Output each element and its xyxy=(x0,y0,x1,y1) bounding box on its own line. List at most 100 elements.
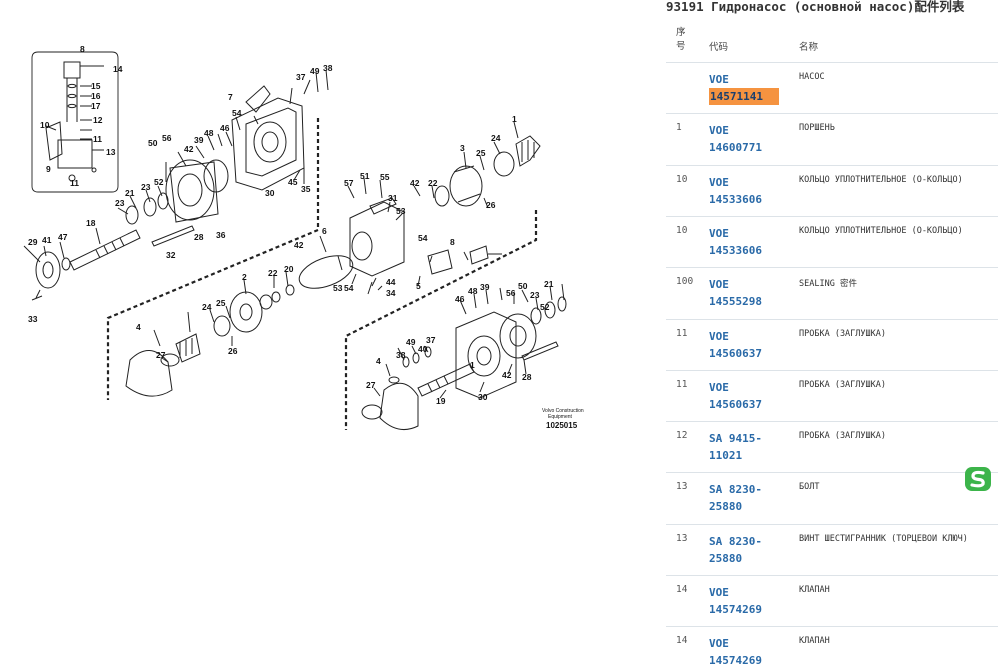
label-25: 25 xyxy=(476,148,486,158)
part-name: КЛАПАН xyxy=(799,585,830,595)
label-22: 22 xyxy=(428,178,438,188)
column-header-name: 名称 xyxy=(799,42,819,53)
part-code-number: 14533606 xyxy=(709,191,779,208)
part-name: КЛАПАН xyxy=(799,636,830,647)
label-53: 53 xyxy=(396,206,406,216)
part-name: ВИНТ ШЕСТИГРАННИК (ТОРЦЕВОЙ КЛЮЧ) xyxy=(799,533,968,544)
label-38b: 38 xyxy=(396,350,406,360)
part-code-number: 14574269 xyxy=(709,601,779,618)
part-code-number: 14571141 xyxy=(709,88,779,105)
part-code-number-text: 14560637 xyxy=(709,397,762,411)
label-7: 7 xyxy=(228,92,233,102)
label-18: 18 xyxy=(86,218,96,228)
label-23: 23 xyxy=(141,182,151,192)
label-34: 34 xyxy=(386,288,396,298)
part-code-prefix: SA 9415- xyxy=(709,432,762,446)
part-code-prefix: VOE xyxy=(709,278,729,292)
label-8: 8 xyxy=(80,44,85,54)
label-49: 49 xyxy=(310,66,320,76)
row-number: 100 xyxy=(676,276,694,288)
part-code-number: 14555298 xyxy=(709,293,779,310)
table-row[interactable]: 14 VOE 14574269 КЛАПАН xyxy=(666,575,998,627)
part-code-number-text: 14533606 xyxy=(709,192,762,206)
label-33: 33 xyxy=(28,314,38,324)
label-37b: 37 xyxy=(426,335,436,345)
label-26b: 26 xyxy=(228,346,238,356)
label-19: 19 xyxy=(436,396,446,406)
part-code-link[interactable]: SA 8230-25880 xyxy=(709,533,779,567)
part-code-number: 14600771 xyxy=(709,139,779,156)
label-49b: 49 xyxy=(406,337,416,347)
part-code-link[interactable]: VOE 14560637 xyxy=(709,328,779,362)
part-name: БОЛТ xyxy=(799,482,820,493)
label-48b: 48 xyxy=(468,286,478,296)
label-28: 28 xyxy=(194,232,204,242)
s-logo-icon[interactable] xyxy=(964,466,992,492)
label-35: 35 xyxy=(301,184,311,194)
label-20: 20 xyxy=(284,264,294,274)
part-code-number-text: 14571141 xyxy=(709,88,779,105)
row-number: 11 xyxy=(676,327,688,339)
label-23c: 23 xyxy=(530,290,540,300)
part-code-prefix: SA 8230- xyxy=(709,483,762,497)
part-code-number: 25880 xyxy=(709,498,779,515)
label-40: 40 xyxy=(418,344,428,354)
label-56b: 56 xyxy=(506,288,516,298)
column-header-code: 代码 xyxy=(709,42,729,53)
label-21b: 21 xyxy=(544,279,554,289)
label-57: 57 xyxy=(344,178,354,188)
part-name: ПРОБКА (ЗАГЛУШКА) xyxy=(799,431,886,442)
part-code-number: 11021 xyxy=(709,447,779,464)
part-code-link[interactable]: SA 9415-11021 xyxy=(709,430,779,464)
part-code-prefix: VOE xyxy=(709,586,729,599)
label-17: 17 xyxy=(91,101,101,111)
label-55: 55 xyxy=(380,172,390,182)
table-row[interactable]: 12 SA 9415-11021 ПРОБКА (ЗАГЛУШКА) xyxy=(666,421,998,473)
row-number: 13 xyxy=(676,481,688,493)
part-code-number: 14574269 xyxy=(709,652,779,669)
part-code-prefix: VOE xyxy=(709,329,729,343)
table-row[interactable]: 13 SA 8230- 25880 БОЛТ xyxy=(666,472,998,524)
parts-list-panel: 93191 Гидронасос (основной насос)配件列表 序号… xyxy=(666,0,998,672)
label-44: 44 xyxy=(386,277,396,287)
label-24: 24 xyxy=(491,133,501,143)
part-code-link[interactable]: VOE 14574269 xyxy=(709,584,779,618)
label-42d: 42 xyxy=(502,370,512,380)
label-54b: 54 xyxy=(418,233,428,243)
part-code-number-text: 14574269 xyxy=(709,654,762,668)
label-13: 13 xyxy=(106,147,116,157)
label-25b: 25 xyxy=(216,298,226,308)
label-30: 30 xyxy=(265,188,275,198)
row-number: 14 xyxy=(676,635,688,647)
label-47: 47 xyxy=(58,232,68,242)
row-number: 1 xyxy=(676,122,682,134)
part-code-number: 14560637 xyxy=(709,345,779,362)
label-39b: 39 xyxy=(480,282,490,292)
label-27: 27 xyxy=(156,350,166,360)
label-4b: 4 xyxy=(376,356,381,366)
row-number: 14 xyxy=(676,584,688,595)
label-52b: 52 xyxy=(540,302,550,312)
row-number: 12 xyxy=(676,430,688,442)
drawing-number: 1025015 xyxy=(546,421,578,430)
part-code-link[interactable]: SA 8230- 25880 xyxy=(709,481,779,515)
part-code-number-text: 25880 xyxy=(709,500,743,514)
label-42: 42 xyxy=(184,144,194,154)
label-54c: 54 xyxy=(344,283,354,293)
